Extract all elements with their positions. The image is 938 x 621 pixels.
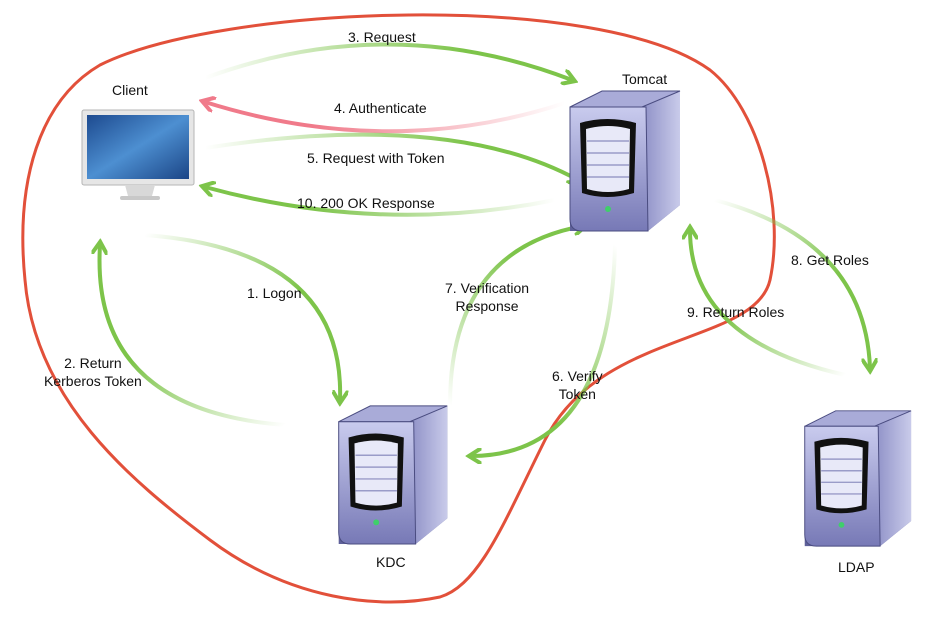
label-2-line2: Kerberos Token (44, 373, 142, 389)
label-7-verification-response: 7. Verification Response (445, 279, 529, 315)
label-2-line1: 2. Return (64, 355, 122, 371)
arrow-1-logon (143, 233, 340, 400)
arrow-9-return-roles (690, 230, 847, 377)
label-9-return-roles: 9. Return Roles (687, 304, 785, 320)
arrow-10-ok-response (205, 187, 557, 217)
kerberos-realm-boundary (21, 13, 776, 604)
kdc-label: KDC (376, 554, 406, 570)
label-1-logon: 1. Logon (247, 285, 302, 301)
label-4-authenticate: 4. Authenticate (334, 100, 427, 116)
client-label: Client (112, 82, 148, 98)
label-2-return-token: 2. Return Kerberos Token (44, 354, 142, 390)
arrow-6-verify-token (472, 243, 617, 456)
label-8-get-roles: 8. Get Roles (791, 252, 869, 268)
arrow-8-get-roles (713, 198, 870, 368)
label-6-line1: 6. Verify (552, 368, 603, 384)
ldap-label: LDAP (838, 559, 875, 575)
label-6-verify-token: 6. Verify Token (552, 367, 603, 403)
tomcat-label: Tomcat (622, 71, 668, 87)
arrow-7-verification-response (448, 226, 583, 407)
arrow-2-return-token (100, 245, 287, 427)
label-7-line2: Response (455, 298, 519, 314)
label-7-line1: 7. Verification (445, 280, 530, 296)
arrow-3-request (203, 42, 572, 80)
ldap-server-icon (803, 410, 912, 547)
tomcat-server-icon (569, 90, 681, 232)
label-3-request: 3. Request (348, 29, 416, 45)
label-10-ok-response: 10. 200 OK Response (297, 195, 435, 211)
arrow-5-request-with-token (203, 132, 578, 180)
arrow-4-authenticate (205, 102, 567, 134)
label-5-request-with-token: 5. Request with Token (307, 150, 445, 166)
label-6-line2: Token (558, 386, 596, 402)
monitor-icon (81, 109, 195, 200)
kdc-server-icon (337, 405, 448, 545)
